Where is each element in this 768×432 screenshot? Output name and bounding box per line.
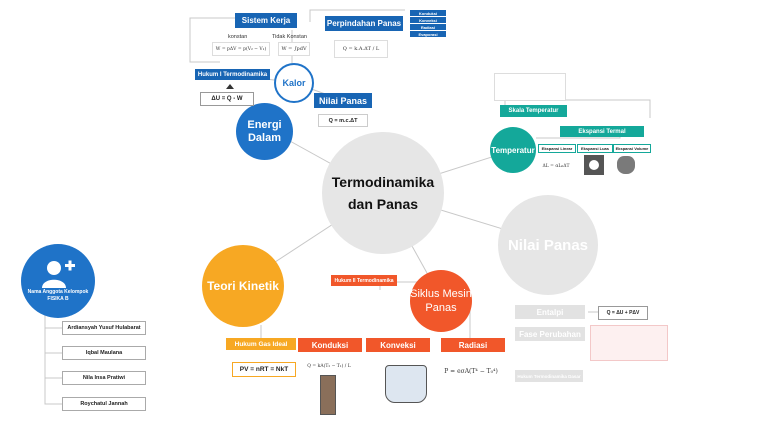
- temperatur-node[interactable]: Temperatur: [490, 127, 536, 173]
- radiasi-formula: P = eσA(T⁴ − T₀⁴): [438, 364, 504, 378]
- hukum1-formula-text: ΔU = Q - W: [211, 96, 243, 102]
- hukum2-label: Hukum II Termodinamika: [334, 277, 394, 284]
- member-item[interactable]: Ardiansyah Yusuf Hulabarat: [62, 321, 146, 335]
- center-node[interactable]: Termodinamika dan Panas: [322, 132, 444, 254]
- formula-w2: W = ∫pdV: [278, 42, 310, 56]
- entalpi-label: Entalpi: [536, 307, 564, 317]
- sistem-kerja-label: Sistem Kerja: [241, 16, 291, 25]
- konduksi-label: Konduksi: [311, 340, 349, 350]
- formula-q: Q = k.A.ΔT / L: [334, 40, 388, 58]
- radiasi-label: Radiasi: [458, 340, 488, 350]
- add-user-icon: [42, 260, 75, 288]
- nilai-panas-small-label: Nilai Panas: [318, 95, 368, 106]
- konveksi-label: Konveksi: [380, 340, 416, 350]
- teori-kinetik-node[interactable]: Teori Kinetik: [202, 245, 284, 327]
- perpindahan-item[interactable]: Konduksi: [410, 10, 446, 16]
- member-item[interactable]: Nila Insa Pratiwi: [62, 371, 146, 385]
- ekspansi-termal-box[interactable]: Ekspansi Termal: [560, 126, 644, 137]
- group-line1: Nama Anggota Kelompok: [27, 289, 89, 295]
- hukum1-arrow: [226, 84, 234, 89]
- teori-label: Teori Kinetik: [207, 279, 279, 293]
- member-item[interactable]: Roychatul Jannah: [62, 397, 146, 411]
- konduksi-formula: Q = kA(T₂ − T₁) / L: [300, 360, 358, 372]
- pot-icon: [385, 365, 427, 403]
- hukum2-box[interactable]: Hukum II Termodinamika: [331, 275, 397, 286]
- energi-line1: Energi: [247, 118, 282, 131]
- sistem-kerja-box[interactable]: Sistem Kerja: [235, 13, 297, 28]
- ekspansi-termal-label: Ekspansi Termal: [578, 128, 626, 135]
- siklus-line2: Panas: [425, 302, 457, 314]
- ekspansi-item[interactable]: Ekspansi Volume: [613, 144, 651, 153]
- energi-line2: Dalam: [247, 131, 282, 144]
- skala-temperatur-image: [494, 73, 566, 101]
- skala-temperatur-box[interactable]: Skala Temperatur: [500, 105, 567, 117]
- tidak-konstan-label: Tidak Konstan: [272, 34, 307, 40]
- siklus-node[interactable]: Siklus Mesin Panas: [410, 270, 472, 332]
- nilai-panas-big-node[interactable]: Nilai Panas: [498, 195, 598, 295]
- kalor-node[interactable]: Kalor: [274, 63, 314, 103]
- nilai-formula-text: Q = m.c.ΔT: [328, 117, 358, 124]
- perpindahan-item[interactable]: Evaporasi: [410, 31, 446, 37]
- phase-chart-image: [590, 325, 668, 361]
- perpindahan-list: Konduksi Konveksi Radiasi Evaporasi: [410, 10, 446, 37]
- energi-dalam-node[interactable]: Energi Dalam: [236, 103, 293, 160]
- ekspansi-item[interactable]: Ekspansi Linear: [538, 144, 576, 153]
- siklus-line1: Siklus Mesin: [410, 288, 472, 300]
- gas-formula: PV = nRT = NkT: [232, 362, 296, 377]
- kalor-label: Kalor: [282, 78, 306, 88]
- gas-ideal-box[interactable]: Hukum Gas Ideal: [226, 338, 296, 350]
- member-item[interactable]: Iqbal Maulana: [62, 346, 146, 360]
- perpindahan-item[interactable]: Konveksi: [410, 17, 446, 23]
- perpindahan-panas-label: Perpindahan Panas: [326, 19, 402, 28]
- group-line2: FISIKA B: [47, 296, 69, 302]
- rod-diagram-icon: [320, 375, 336, 415]
- ekspansi-item[interactable]: Ekspansi Luas: [577, 144, 613, 153]
- konstan-label: konstan: [228, 34, 248, 40]
- kettle-icon: [617, 156, 635, 174]
- nilai-formula: Q = m.c.ΔT: [318, 114, 368, 127]
- konduksi-box[interactable]: Konduksi: [298, 338, 362, 352]
- perpindahan-panas-box[interactable]: Perpindahan Panas: [325, 16, 403, 31]
- hukum-faded-box[interactable]: Hukum Termodinamika Dasar: [515, 370, 583, 382]
- hukum1-label: Hukum I Termodinamika: [197, 71, 268, 78]
- entalpi-formula: Q = ΔU + PΔV: [598, 306, 648, 320]
- ekspansi-formula: ΔL = αL₀ΔT: [540, 155, 572, 177]
- hukum-faded-label: Hukum Termodinamika Dasar: [517, 373, 581, 379]
- perpindahan-item[interactable]: Radiasi: [410, 24, 446, 30]
- fase-box[interactable]: Fase Perubahan: [515, 327, 585, 341]
- entalpi-formula-text: Q = ΔU + PΔV: [606, 310, 640, 316]
- nilai-panas-small-box[interactable]: Nilai Panas: [314, 93, 372, 108]
- hukum1-formula: ΔU = Q - W: [200, 92, 254, 106]
- konveksi-box[interactable]: Konveksi: [366, 338, 430, 352]
- gas-ideal-label: Hukum Gas Ideal: [234, 340, 288, 348]
- group-node[interactable]: Nama Anggota Kelompok FISIKA B: [21, 244, 95, 318]
- gas-formula-text: PV = nRT = NkT: [239, 366, 289, 373]
- hukum1-box[interactable]: Hukum I Termodinamika: [195, 69, 270, 80]
- ring-icon: [584, 155, 604, 175]
- formula-w1: W = pΔV = p(V₂ − V₁): [212, 42, 270, 56]
- temperatur-label: Temperatur: [491, 145, 535, 155]
- center-title-line2: dan Panas: [347, 196, 419, 212]
- fase-label: Fase Perubahan: [519, 329, 581, 339]
- skala-temperatur-label: Skala Temperatur: [508, 108, 559, 114]
- entalpi-box[interactable]: Entalpi: [515, 305, 585, 319]
- radiasi-box[interactable]: Radiasi: [441, 338, 505, 352]
- center-title-line1: Termodinamika: [331, 174, 435, 190]
- nilai-panas-big-label: Nilai Panas: [507, 236, 589, 254]
